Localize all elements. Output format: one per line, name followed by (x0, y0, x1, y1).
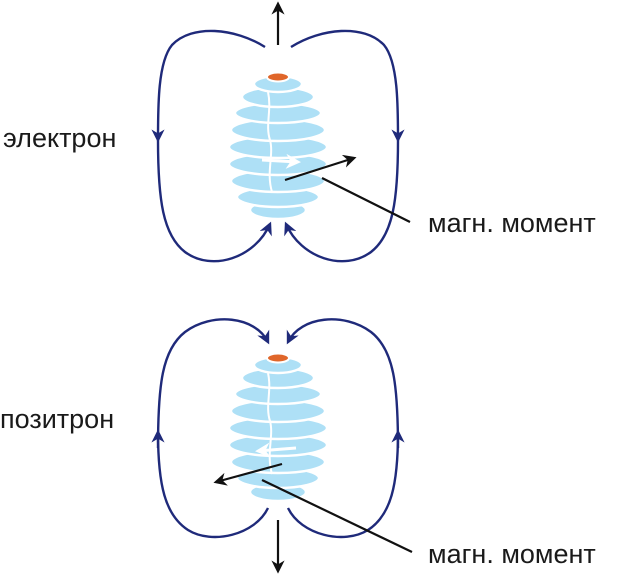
positron-group: позитрон магн. момент (0, 318, 596, 574)
field-line-left-lower-return (151, 429, 270, 539)
field-line-right-upper (286, 318, 400, 449)
field-line-left-lower (156, 139, 272, 263)
positron-coil (227, 352, 329, 503)
electron-core (266, 71, 290, 83)
spin-arrow-icon (255, 442, 297, 458)
electron-coil (227, 71, 329, 221)
electron-label: электрон (3, 123, 116, 153)
magnetic-moment-arrow-icon (213, 462, 283, 486)
field-line-left-upper (156, 318, 270, 449)
moment-pointer-line (261, 479, 413, 553)
magnetic-moment-arrow-icon (284, 154, 357, 182)
field-line-left-outer (151, 29, 266, 143)
moment-label-bottom: магн. момент (428, 539, 596, 569)
field-line-right-lower (284, 139, 400, 263)
electron-group: электрон магн. момент (3, 1, 596, 263)
field-line-right-outer (290, 29, 405, 143)
positron-label: позитрон (0, 404, 114, 434)
spin-arrow-icon (261, 153, 301, 169)
moment-label-top: магн. момент (428, 208, 596, 238)
positron-core (266, 352, 290, 364)
moment-pointer-line (321, 177, 411, 223)
